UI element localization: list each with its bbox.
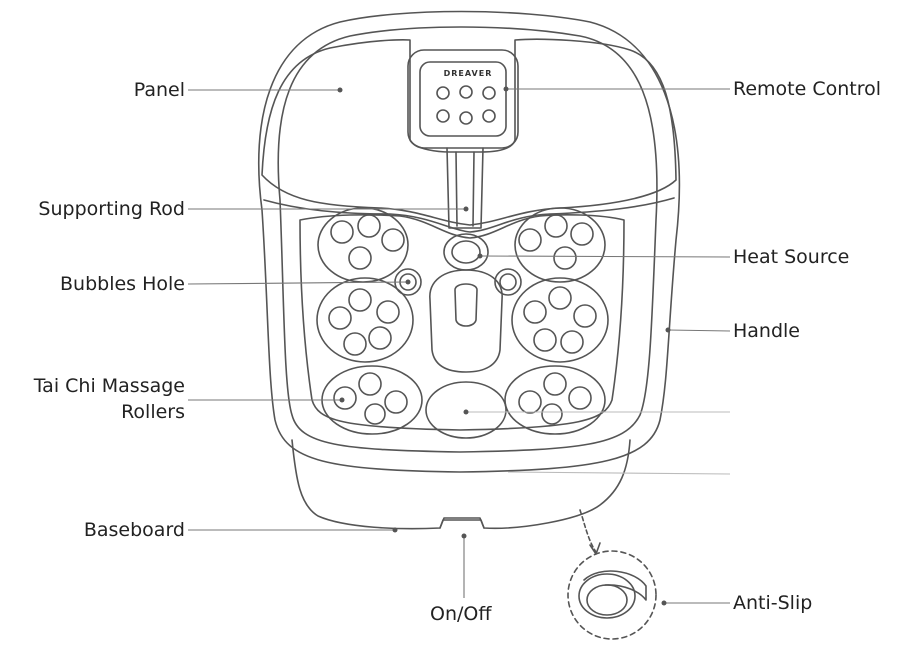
- heat-source-shape: [443, 233, 489, 271]
- label-handle: Handle: [733, 320, 801, 342]
- panel-shape: [261, 38, 677, 226]
- roller-top-right: [514, 207, 606, 283]
- anti-slip-callout: [567, 550, 657, 640]
- basin: [299, 214, 625, 431]
- label-heat-source: Heat Source: [733, 246, 850, 268]
- label-tai-chi-line2: Rollers: [121, 401, 185, 423]
- label-bubbles-hole: Bubbles Hole: [60, 273, 185, 295]
- roller-mid-right: [511, 277, 609, 363]
- rim-line: [263, 197, 675, 233]
- center-pad: [429, 269, 503, 373]
- remote-control-shape: [407, 49, 519, 149]
- brand-logo: DREAVER: [444, 69, 493, 78]
- label-on-off: On/Off: [430, 603, 492, 625]
- supporting-rod-shape: [446, 147, 484, 229]
- remote-face: [419, 61, 507, 137]
- bubbles-hole-right: [494, 268, 522, 296]
- anti-slip-arrow: [579, 509, 597, 553]
- roller-bottom-right: [504, 365, 606, 435]
- label-baseboard: Baseboard: [83, 519, 185, 541]
- on-off-notch: [439, 519, 485, 529]
- roller-mid-left: [316, 277, 414, 363]
- label-remote-control: Remote Control: [733, 78, 882, 100]
- baseboard-shape: [291, 439, 631, 530]
- label-anti-slip: Anti-Slip: [733, 592, 813, 614]
- label-tai-chi-line1: Tai Chi Massage: [33, 375, 185, 397]
- label-panel: Panel: [133, 79, 185, 101]
- center-bottom-disc: [425, 381, 507, 439]
- roller-top-left: [317, 207, 409, 283]
- inner-body: [277, 26, 658, 453]
- label-supporting-rod: Supporting Rod: [38, 198, 185, 220]
